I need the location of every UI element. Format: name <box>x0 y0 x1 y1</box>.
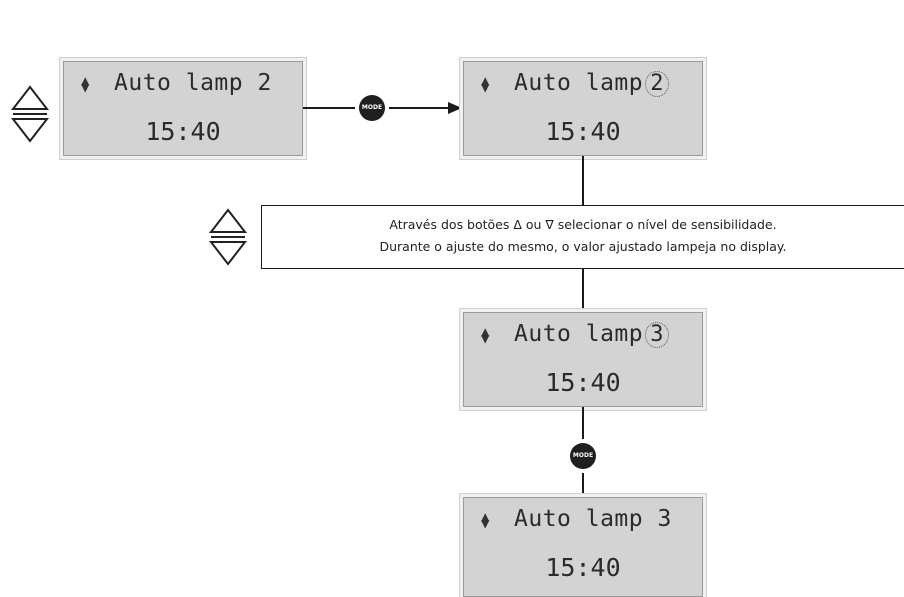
display-time: 15:40 <box>545 553 621 582</box>
lcd-display-auto-lamp-2: ▲▼ Auto lamp 2 15:40 <box>63 61 303 156</box>
note-line1: Através dos botões Δ ou ∇ selecionar o n… <box>389 217 777 232</box>
display-label: Auto lamp <box>514 70 644 96</box>
display-label: Auto lamp <box>514 321 644 347</box>
up-down-arrows-icon: ▲▼ <box>81 73 90 96</box>
display-line1: Auto lamp 2 <box>114 70 272 96</box>
instruction-note: Através dos botões Δ ou ∇ selecionar o n… <box>261 205 904 269</box>
display-line1: Auto lamp 3 <box>514 506 672 532</box>
note-line2: Durante o ajuste do mesmo, o valor ajust… <box>379 239 787 254</box>
blinking-value: 3 <box>645 322 670 348</box>
display-time: 15:40 <box>545 117 621 146</box>
lcd-display-auto-lamp-3: ▲▼ Auto lamp 3 15:40 <box>463 497 703 597</box>
up-down-arrows-icon: ▲▼ <box>481 324 490 347</box>
up-down-arrows-icon: ▲▼ <box>481 73 490 96</box>
blinking-value: 2 <box>645 71 670 97</box>
up-down-buttons-icon <box>208 208 248 266</box>
display-time: 15:40 <box>545 368 621 397</box>
connector-line <box>582 156 584 206</box>
mode-button-icon: MODE <box>570 443 596 469</box>
connector-line <box>582 269 584 312</box>
arrowhead-icon <box>448 102 462 114</box>
up-down-buttons-icon <box>10 85 50 143</box>
mode-button-icon: MODE <box>359 95 385 121</box>
up-down-arrows-icon: ▲▼ <box>481 509 490 532</box>
display-time: 15:40 <box>145 117 221 146</box>
